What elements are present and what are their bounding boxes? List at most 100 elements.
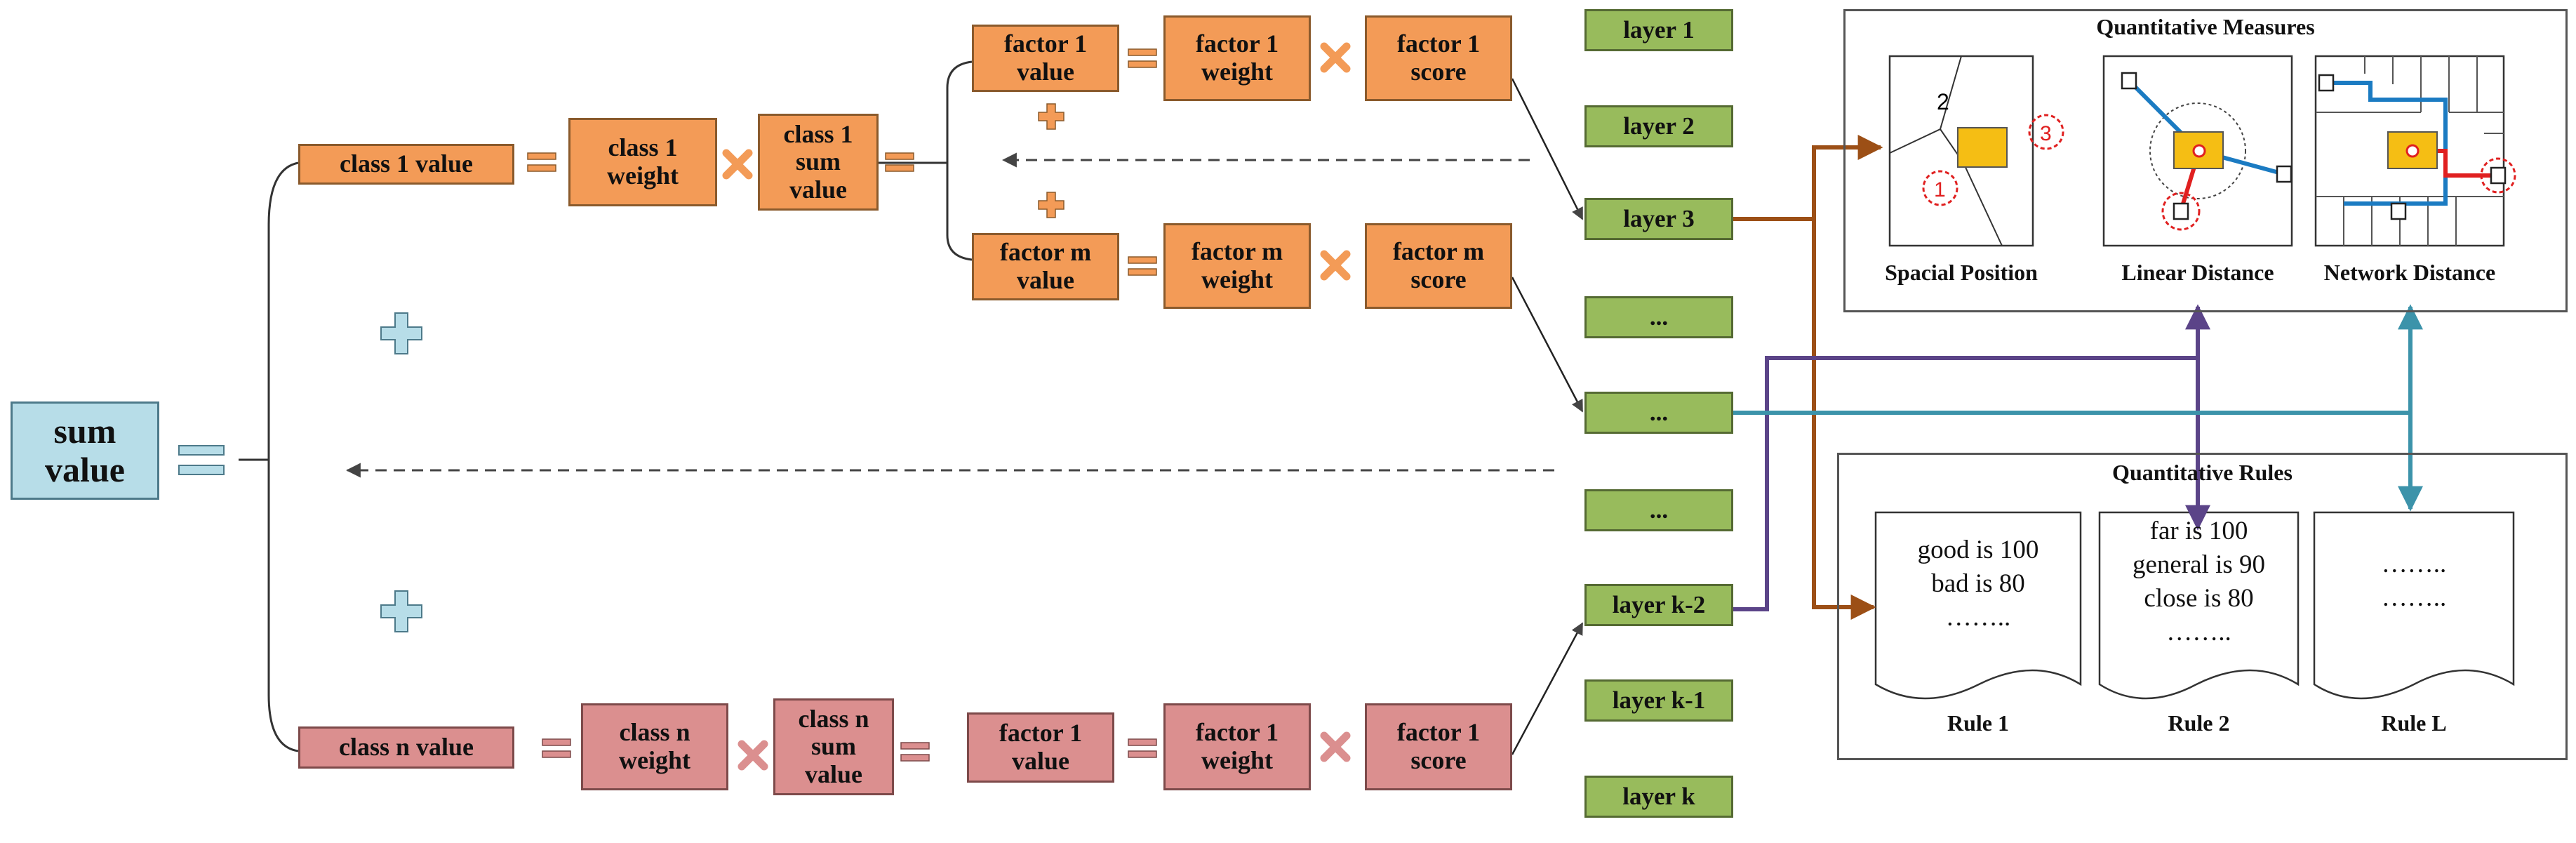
- factor-1-score-line-1: factor 1: [1396, 29, 1481, 58]
- class-1-value-label: class 1 value: [339, 150, 473, 178]
- factor-1-value-line-1: factor 1: [1003, 29, 1088, 58]
- spacial-number-1: 1: [1934, 178, 1946, 201]
- factor-1-n-score-box: factor 1 score: [1365, 703, 1512, 790]
- layer-label: layer 3: [1623, 204, 1695, 232]
- layer-2: layer 2: [1584, 105, 1733, 147]
- quantitative-rules-frame: [1837, 453, 2568, 760]
- class-n-sum-value-box: class n sum value: [773, 698, 894, 795]
- plus-sign-blue: [380, 312, 422, 354]
- layer-1: layer 1: [1584, 9, 1733, 51]
- layer-ellipsis-2: ...: [1584, 392, 1733, 434]
- spacial-number-3: 3: [2040, 122, 2052, 145]
- class-n-sum-value-line-1: class n: [798, 704, 869, 733]
- factor-m-weight-box: factor m weight: [1163, 223, 1311, 309]
- factor-1-weight-line-1: factor 1: [1195, 29, 1279, 58]
- rule-l-line-2: ……..: [2381, 583, 2447, 613]
- sum-value-box: sum value: [11, 401, 159, 500]
- factor-1-n-value-line-2: value: [1011, 747, 1069, 775]
- rule-l-document: [2313, 511, 2515, 700]
- class-1-sum-value-line-1: class 1: [783, 119, 853, 148]
- factor-1-weight-box: factor 1 weight: [1163, 15, 1311, 101]
- quantitative-rules-title: Quantitative Rules: [2112, 460, 2293, 485]
- layer-k-2: layer k-2: [1584, 584, 1733, 626]
- class-n-weight-box: class n weight: [581, 703, 728, 790]
- equals-sign: [885, 152, 914, 172]
- class-n-sum-value-line-3: value: [804, 759, 862, 788]
- class-1-weight-line-1: class 1: [608, 133, 678, 162]
- plus-sign: [1038, 192, 1065, 218]
- teal-connector: [1733, 304, 2423, 512]
- sum-value-line-2: value: [45, 450, 125, 489]
- class-1-value-box: class 1 value: [298, 144, 514, 185]
- main-brace: [239, 161, 299, 752]
- rule-l-text: …….. ……..: [2314, 547, 2514, 615]
- class-n-weight-line-2: weight: [619, 746, 690, 774]
- class-n-weight-line-1: class n: [619, 718, 690, 747]
- equals-sign: [1128, 256, 1157, 276]
- class-n-value-label: class n value: [338, 733, 474, 762]
- factor-m-value-box: factor m value: [972, 233, 1119, 300]
- factor-m-weight-line-1: factor m: [1191, 237, 1283, 266]
- layer-ellipsis-3: ...: [1584, 489, 1733, 531]
- times-sign: [1320, 250, 1351, 281]
- quantitative-measures-frame: [1843, 9, 2568, 312]
- equals-sign: [527, 152, 556, 172]
- linear-distance-diagram: [2102, 55, 2293, 247]
- brown-connector: [1733, 135, 1883, 620]
- rule-1-line-2: bad is 80: [1931, 569, 2025, 599]
- factor-m-score-line-2: score: [1410, 265, 1467, 293]
- sum-value-line-1: sum: [53, 411, 116, 451]
- factor-1-score-box: factor 1 score: [1365, 15, 1512, 101]
- arrow-factorm-score-to-layer5: [1511, 277, 1584, 413]
- factor-1-n-weight-line-2: weight: [1201, 746, 1273, 774]
- times-sign: [1320, 731, 1351, 762]
- plus-signs: [380, 103, 1065, 632]
- factor-m-score-box: factor m score: [1365, 223, 1512, 309]
- network-distance-diagram: [2314, 55, 2516, 247]
- rule-1-line-3: ……..: [1945, 603, 2011, 632]
- factor-1-value-line-2: value: [1016, 58, 1074, 86]
- layer-k: layer k: [1584, 776, 1733, 818]
- layer-label: ...: [1649, 496, 1669, 524]
- spacial-number-2: 2: [1937, 89, 1949, 114]
- layer-label: ...: [1649, 303, 1669, 331]
- equals-sign: [542, 738, 571, 758]
- factor-1-weight-line-2: weight: [1201, 58, 1273, 86]
- factor-1-n-weight-line-1: factor 1: [1195, 718, 1279, 747]
- rule-1-document: [1874, 511, 2082, 700]
- times-sign: [1320, 42, 1351, 73]
- rule-2-text: far is 100 general is 90 close is 80 …….…: [2100, 515, 2298, 649]
- layer-3: layer 3: [1584, 198, 1733, 240]
- times-signs: [722, 42, 1351, 771]
- class-1-sum-value-line-2: sum: [795, 147, 841, 176]
- factor-m-value-line-1: factor m: [999, 238, 1092, 267]
- factor-brace: [879, 60, 973, 261]
- layer-label: layer k-2: [1612, 590, 1706, 618]
- rule-2-line-3: close is 80: [2144, 584, 2254, 613]
- class-1-sum-value-line-3: value: [789, 175, 847, 204]
- times-sign: [738, 740, 768, 771]
- class-n-sum-value-line-2: sum: [810, 732, 857, 761]
- plus-sign-blue: [380, 590, 422, 632]
- class-1-weight-line-2: weight: [607, 161, 679, 190]
- class-1-weight-box: class 1 weight: [568, 118, 717, 206]
- arrow-factor1-score-to-layer3: [1511, 78, 1584, 220]
- layer-label: layer k-1: [1612, 686, 1706, 714]
- factor-1-n-score-line-1: factor 1: [1396, 718, 1481, 747]
- factor-1-n-weight-box: factor 1 weight: [1163, 703, 1311, 790]
- linear-distance-label: Linear Distance: [2121, 260, 2274, 285]
- rule-2-document: [2098, 511, 2300, 700]
- rule-2-line-1: far is 100: [2149, 517, 2248, 545]
- layer-label: layer 1: [1623, 15, 1695, 44]
- rule-1-label: Rule 1: [1947, 710, 2009, 736]
- rule-l-label: Rule L: [2381, 710, 2447, 736]
- factor-1-n-value-line-1: factor 1: [999, 719, 1083, 748]
- layer-ellipsis-1: ...: [1584, 296, 1733, 338]
- quantitative-measures-title: Quantitative Measures: [2096, 14, 2315, 39]
- layer-label: layer k: [1622, 782, 1695, 810]
- factor-1-n-value-box: factor 1 value: [967, 712, 1114, 783]
- rule-l-line-1: ……..: [2381, 550, 2447, 578]
- factor-1-value-box: factor 1 value: [972, 25, 1119, 92]
- rule-2-line-2: general is 90: [2132, 550, 2266, 580]
